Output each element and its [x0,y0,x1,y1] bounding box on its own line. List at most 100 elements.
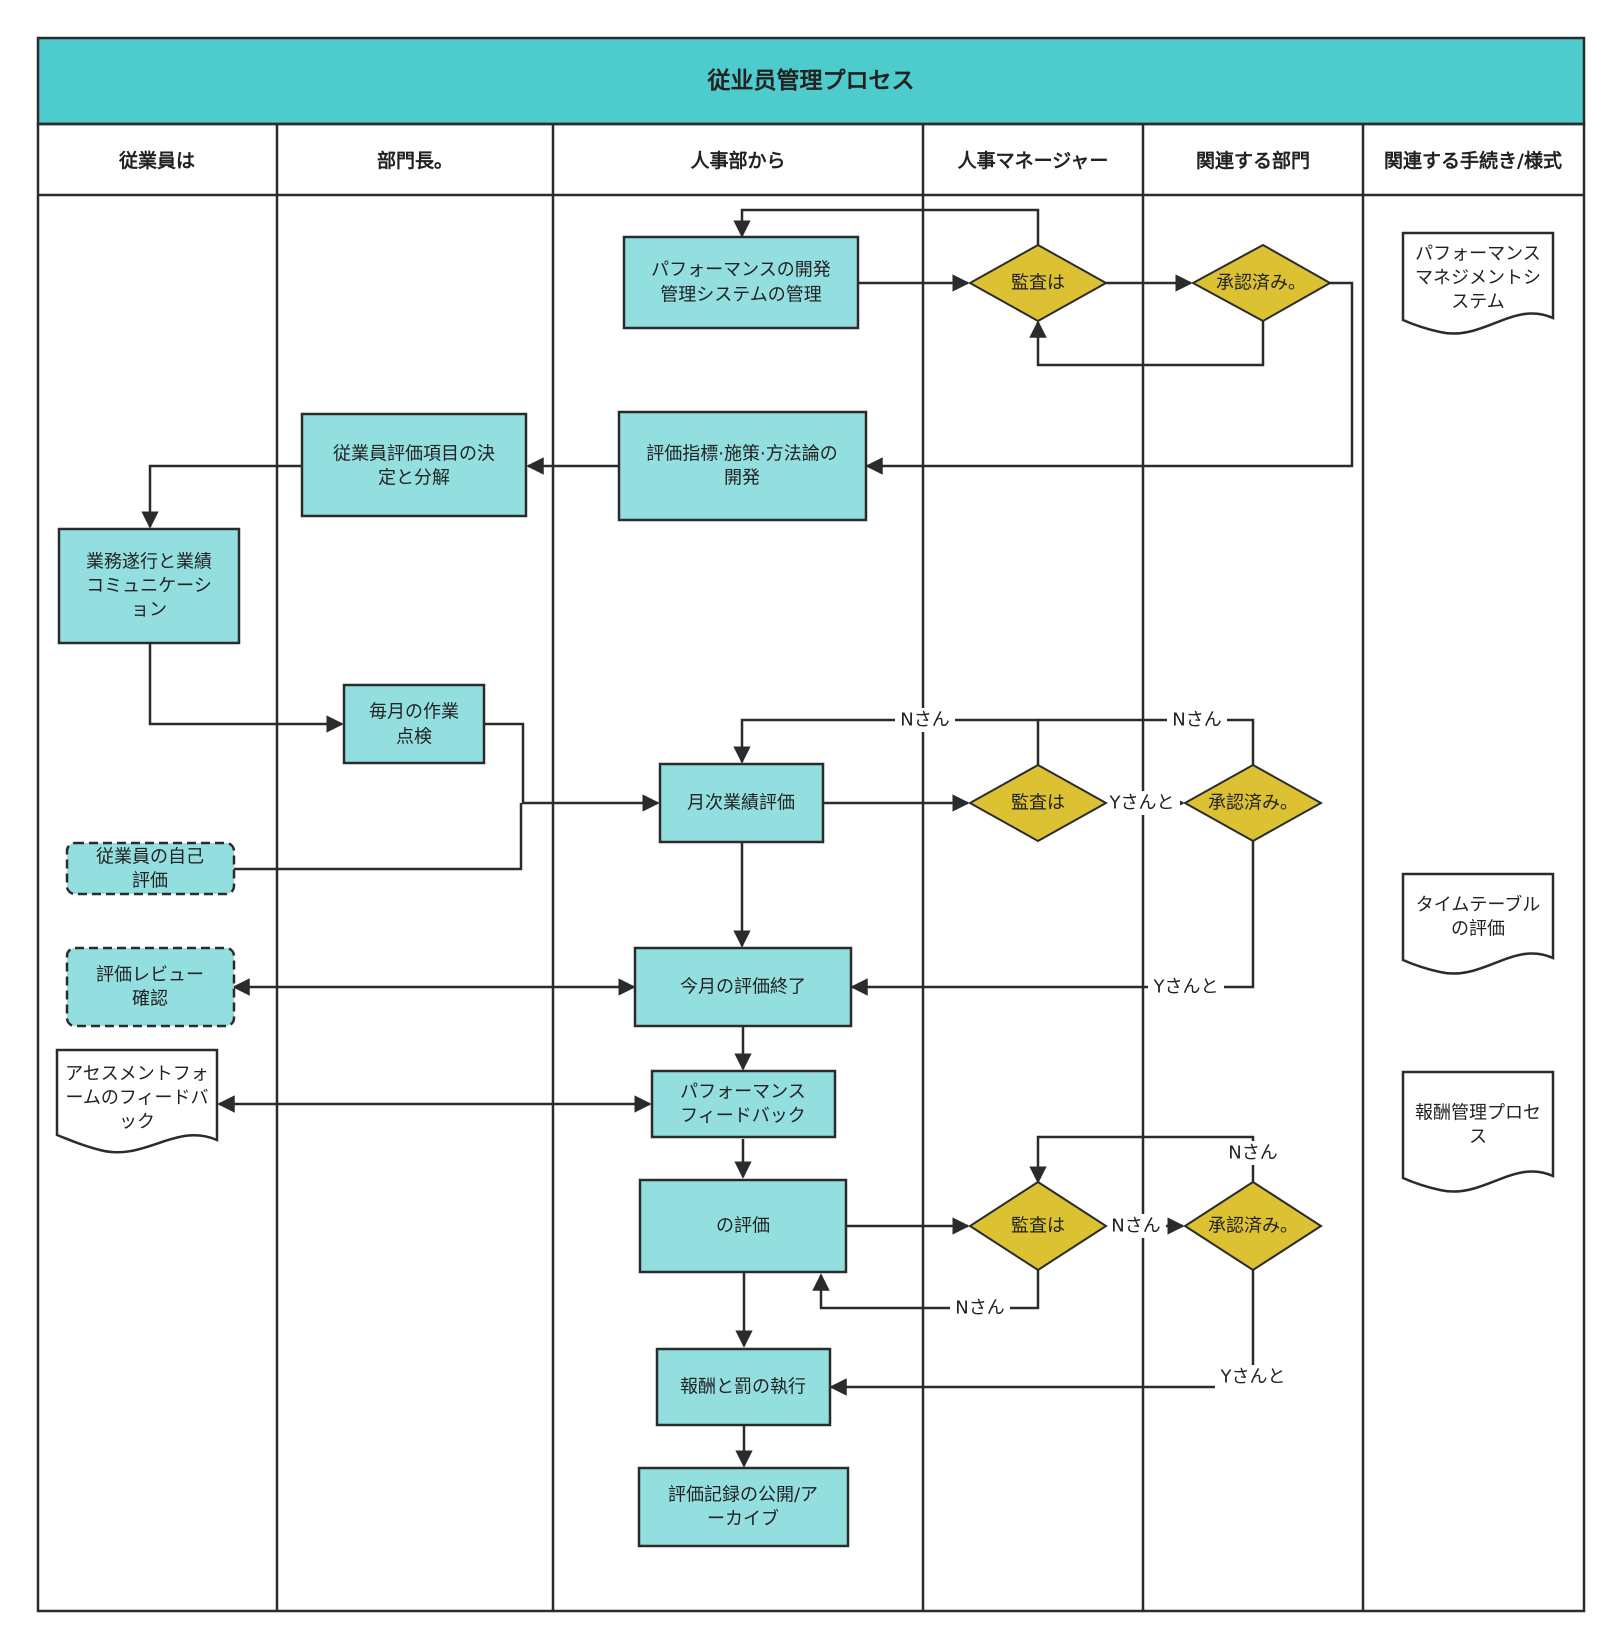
svg-text:定と分解: 定と分解 [378,468,450,489]
edge-n3-n4 [141,464,302,529]
edge-label-a2-n6: Nさん [1167,708,1227,732]
edge-n4-n5 [148,644,344,733]
lane-header-department-head: 部門長。 [377,149,453,172]
edge-label-a2-n8: Yさんと [1148,975,1224,999]
svg-text:業務遂行と業績: 業務遂行と業績 [86,552,212,573]
document-node-n11[interactable]: アセスメントフォ ームのフィードバ ック [55,1048,219,1154]
manual-node-n9[interactable]: 評価レビュー 確認 [65,946,236,1028]
svg-text:ステム: ステム [1451,292,1504,313]
edge-label-d3-n12: Nさん [950,1296,1010,1320]
svg-text:Yさんと: Yさんと [1109,793,1175,814]
lane-header-hr-department: 人事部から [690,149,785,172]
svg-text:ームのフィードバ: ームのフィードバ [65,1088,208,1109]
svg-text:Yさんと: Yさんと [1220,1367,1286,1388]
approval-node-a3[interactable]: 承認済み。 [1183,1180,1323,1272]
svg-text:監査は: 監査は [1011,793,1065,814]
edge-a3-d3 [1029,1135,1255,1184]
edge-a1-d1 [1029,319,1265,367]
approval-node-a1[interactable]: 承認済み。 [1190,243,1333,323]
lane-header-related-procedures: 関連する手続き/様式 [1384,149,1562,172]
process-node-n6[interactable]: 月次業績評価 [658,762,825,844]
decision-node-d1[interactable]: 監査は [967,243,1109,323]
document-node-compensation-process[interactable]: 報酬管理プロセ ス [1401,1070,1555,1193]
svg-text:タイムテーブル: タイムテーブル [1416,894,1541,916]
edge-label-d3-a3: Nさん [1106,1214,1166,1238]
lane-frame [36,122,1586,1613]
lane-header-related-department: 関連する部門 [1196,149,1310,172]
manual-node-n7[interactable]: 従業員の自己 評価 [65,841,236,896]
svg-text:従業員の自己: 従業員の自己 [96,847,204,868]
svg-text:の評価: の評価 [716,1216,770,1237]
process-node-n8[interactable]: 今月の評価終了 [633,946,853,1028]
document-node-timetable[interactable]: タイムテーブル の評価 [1401,872,1555,975]
svg-text:管理システムの管理: 管理システムの管理 [660,285,821,306]
process-node-n1[interactable]: パフォーマンスの開発 管理システムの管理 [622,235,860,330]
svg-text:パフォーマンス: パフォーマンス [680,1082,806,1103]
svg-text:Nさん: Nさん [1228,1143,1277,1164]
svg-text:フィードバック: フィードバック [680,1106,806,1127]
process-node-n13[interactable]: 報酬と罰の執行 [655,1347,832,1427]
edge-a1-n2 [865,281,1354,475]
svg-text:承認済み。: 承認済み。 [1216,273,1306,294]
svg-text:ーカイブ: ーカイブ [707,1508,779,1530]
process-node-n2[interactable]: 評価指標·施策·方法論の 開発 [617,410,868,522]
svg-text:月次業績評価: 月次業績評価 [687,793,795,814]
lane-header-hr-manager: 人事マネージャー [958,149,1109,172]
svg-text:評価記録の公開/ア: 評価記録の公開/ア [668,1485,818,1506]
svg-text:点検: 点検 [396,727,432,748]
svg-text:Nさん: Nさん [900,710,949,731]
edge-d3-n12 [812,1270,1040,1310]
svg-text:評価: 評価 [132,871,168,892]
svg-text:今月の評価終了: 今月の評価終了 [680,977,806,998]
process-node-n3[interactable]: 従業員評価項目の決 定と分解 [300,412,528,518]
edge-a2-n6 [1038,718,1255,765]
svg-text:ョン: ョン [131,600,167,621]
svg-text:確認: 確認 [132,989,168,1010]
svg-text:承認済み。: 承認済み。 [1208,793,1298,814]
svg-text:アセスメントフォ: アセスメントフォ [65,1064,209,1085]
edge-d1-n1 [733,208,1040,245]
title-bar [36,36,1586,126]
svg-text:評価レビュー: 評価レビュー [96,965,204,986]
document-node-performance-system[interactable]: パフォーマンス マネジメントシ ステム [1401,231,1555,335]
svg-text:承認済み。: 承認済み。 [1208,1216,1298,1237]
edge-label-d2-n6: Nさん [895,708,955,732]
edge-a3-n13 [829,1270,1255,1396]
approval-node-a2[interactable]: 承認済み。 [1182,763,1324,843]
svg-text:監査は: 監査は [1011,273,1065,294]
svg-text:Nさん: Nさん [1111,1216,1160,1237]
svg-text:パフォーマンスの開発: パフォーマンスの開発 [651,260,831,281]
svg-text:パフォーマンス: パフォーマンス [1415,244,1541,265]
decision-node-d2[interactable]: 監査は [967,763,1109,843]
svg-text:従業員評価項目の決: 従業員評価項目の決 [333,444,495,465]
svg-text:評価指標·施策·方法論の: 評価指標·施策·方法論の [646,444,837,465]
svg-text:の評価: の評価 [1451,919,1505,940]
process-node-n4[interactable]: 業務遂行と業績 コミュニケーシ ョン [57,527,241,645]
svg-text:ス: ス [1469,1127,1487,1148]
edge-label-a3-n13: Yさんと [1215,1365,1291,1389]
svg-text:報酬と罰の執行: 報酬と罰の執行 [680,1377,806,1398]
svg-text:コミュニケーシ: コミュニケーシ [86,576,212,597]
edge-label-d2-a2: Yさんと [1104,791,1180,815]
process-node-n12[interactable]: の評価 [638,1178,848,1274]
svg-text:Yさんと: Yさんと [1153,977,1219,998]
edge-n7-n6 [234,803,523,871]
process-node-n10[interactable]: パフォーマンス フィードバック [650,1069,837,1139]
svg-text:Nさん: Nさん [1172,710,1221,731]
decision-node-d3[interactable]: 監査は [968,1180,1108,1272]
lane-header-employee: 従業員は [118,149,195,172]
process-node-n5[interactable]: 毎月の作業 点検 [342,683,486,765]
svg-text:監査は: 監査は [1011,1216,1065,1237]
process-node-n14[interactable]: 評価記録の公開/ア ーカイブ [637,1466,850,1548]
svg-text:毎月の作業: 毎月の作業 [369,702,459,723]
svg-text:開発: 開発 [724,468,760,489]
edge-label-a3-d3: Nさん [1223,1141,1283,1165]
edge-n5-n6 [485,722,660,812]
edge-d2-n6 [733,718,1040,765]
svg-text:Nさん: Nさん [955,1298,1004,1319]
diagram-title: 従业员管理プロセス [707,67,915,94]
edge-a2-n8 [850,841,1255,996]
svg-text:報酬管理プロセ: 報酬管理プロセ [1415,1103,1541,1124]
svg-text:マネジメントシ: マネジメントシ [1415,268,1541,289]
